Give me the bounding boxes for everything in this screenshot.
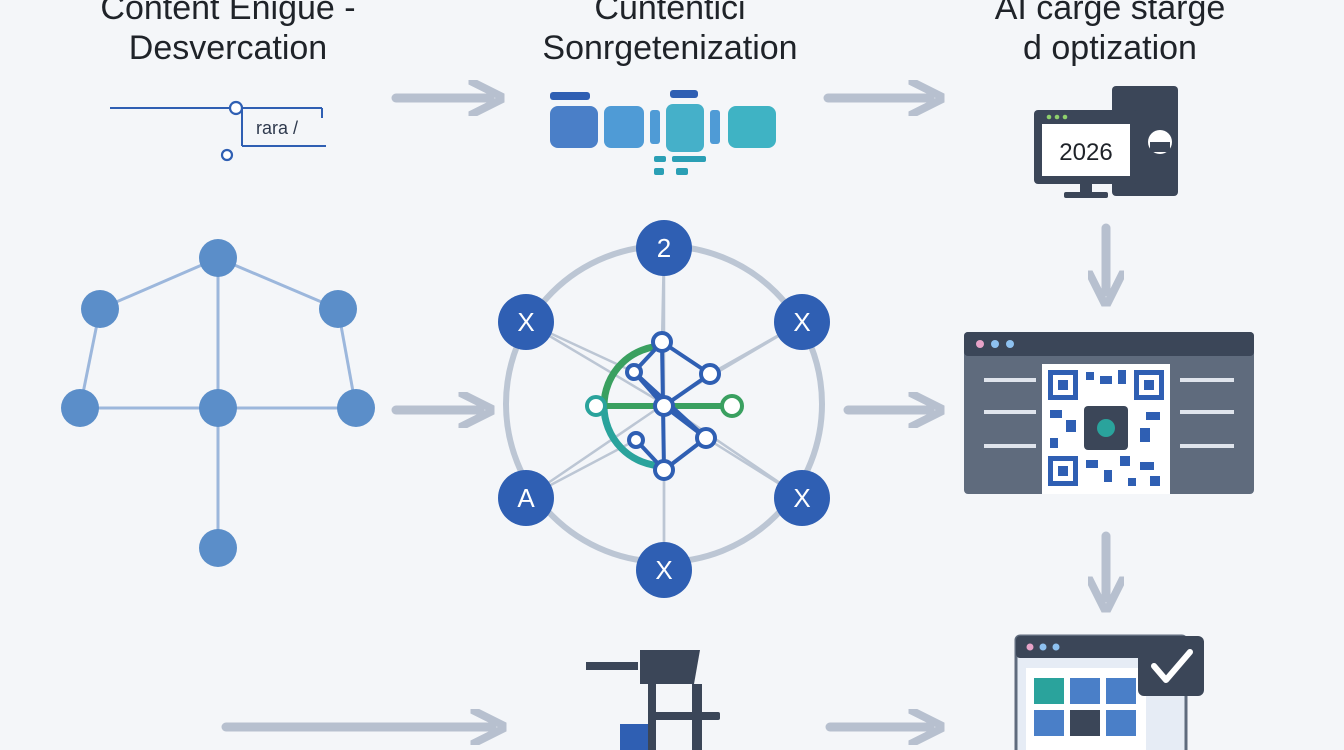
graph-node [81,290,119,328]
column-2-title: Cuntentici Sonrgetenization [500,0,840,68]
text-field-icon: rara / [110,100,326,162]
hub-node-label: X [655,555,672,585]
column-1-title-line-1: Content Enigue - [100,0,356,27]
text-field-value: rara / [256,118,298,138]
column-3-title: AI carge starge d optization [940,0,1280,68]
column-1-title: Content Enigue - Desvercation [58,0,398,68]
hub-node: X [636,542,692,598]
graph-node [61,389,99,427]
hub-node: A [498,470,554,526]
hub-node-circle [498,470,554,526]
robot-arm-icon [586,650,720,750]
hub-node-circle [636,220,692,276]
hub-node-label: X [793,483,810,513]
graph-node [319,290,357,328]
hub-node: X [774,294,830,350]
column-2-title-line-1: Cuntentici [594,0,746,27]
hub-node: X [498,294,554,350]
node-graph-icon [61,239,375,567]
column-3-title-line-2: d optization [1023,29,1197,67]
column-1-title-line-2: Desvercation [128,29,328,67]
hub-node-circle [774,294,830,350]
column-2-title-line-2: Sonrgetenization [542,29,798,67]
column-3-title-line-1: AI carge starge [994,0,1226,27]
hub-node-circle [498,294,554,350]
hub-node-label: A [517,483,535,513]
monitor-calendar-icon: 2026 [1034,86,1178,198]
connector-blocks-icon [550,90,776,175]
hub-node-label: 2 [657,233,671,263]
checklist-window-icon [1014,634,1204,750]
hub-node: 2 [636,220,692,276]
hub-node-circle [636,542,692,598]
hub-diagram: 2X X X A X [498,220,830,598]
hub-node-circle [774,470,830,526]
qr-window-icon [964,332,1254,494]
graph-node [199,389,237,427]
hub-node-label: X [793,307,810,337]
graph-node [199,529,237,567]
hub-node-label: X [517,307,534,337]
graph-node [199,239,237,277]
calendar-year: 2026 [1059,139,1112,166]
graph-node [337,389,375,427]
hub-node: X [774,470,830,526]
hub-center-icon [585,331,744,481]
flow-arrows [221,98,1106,727]
